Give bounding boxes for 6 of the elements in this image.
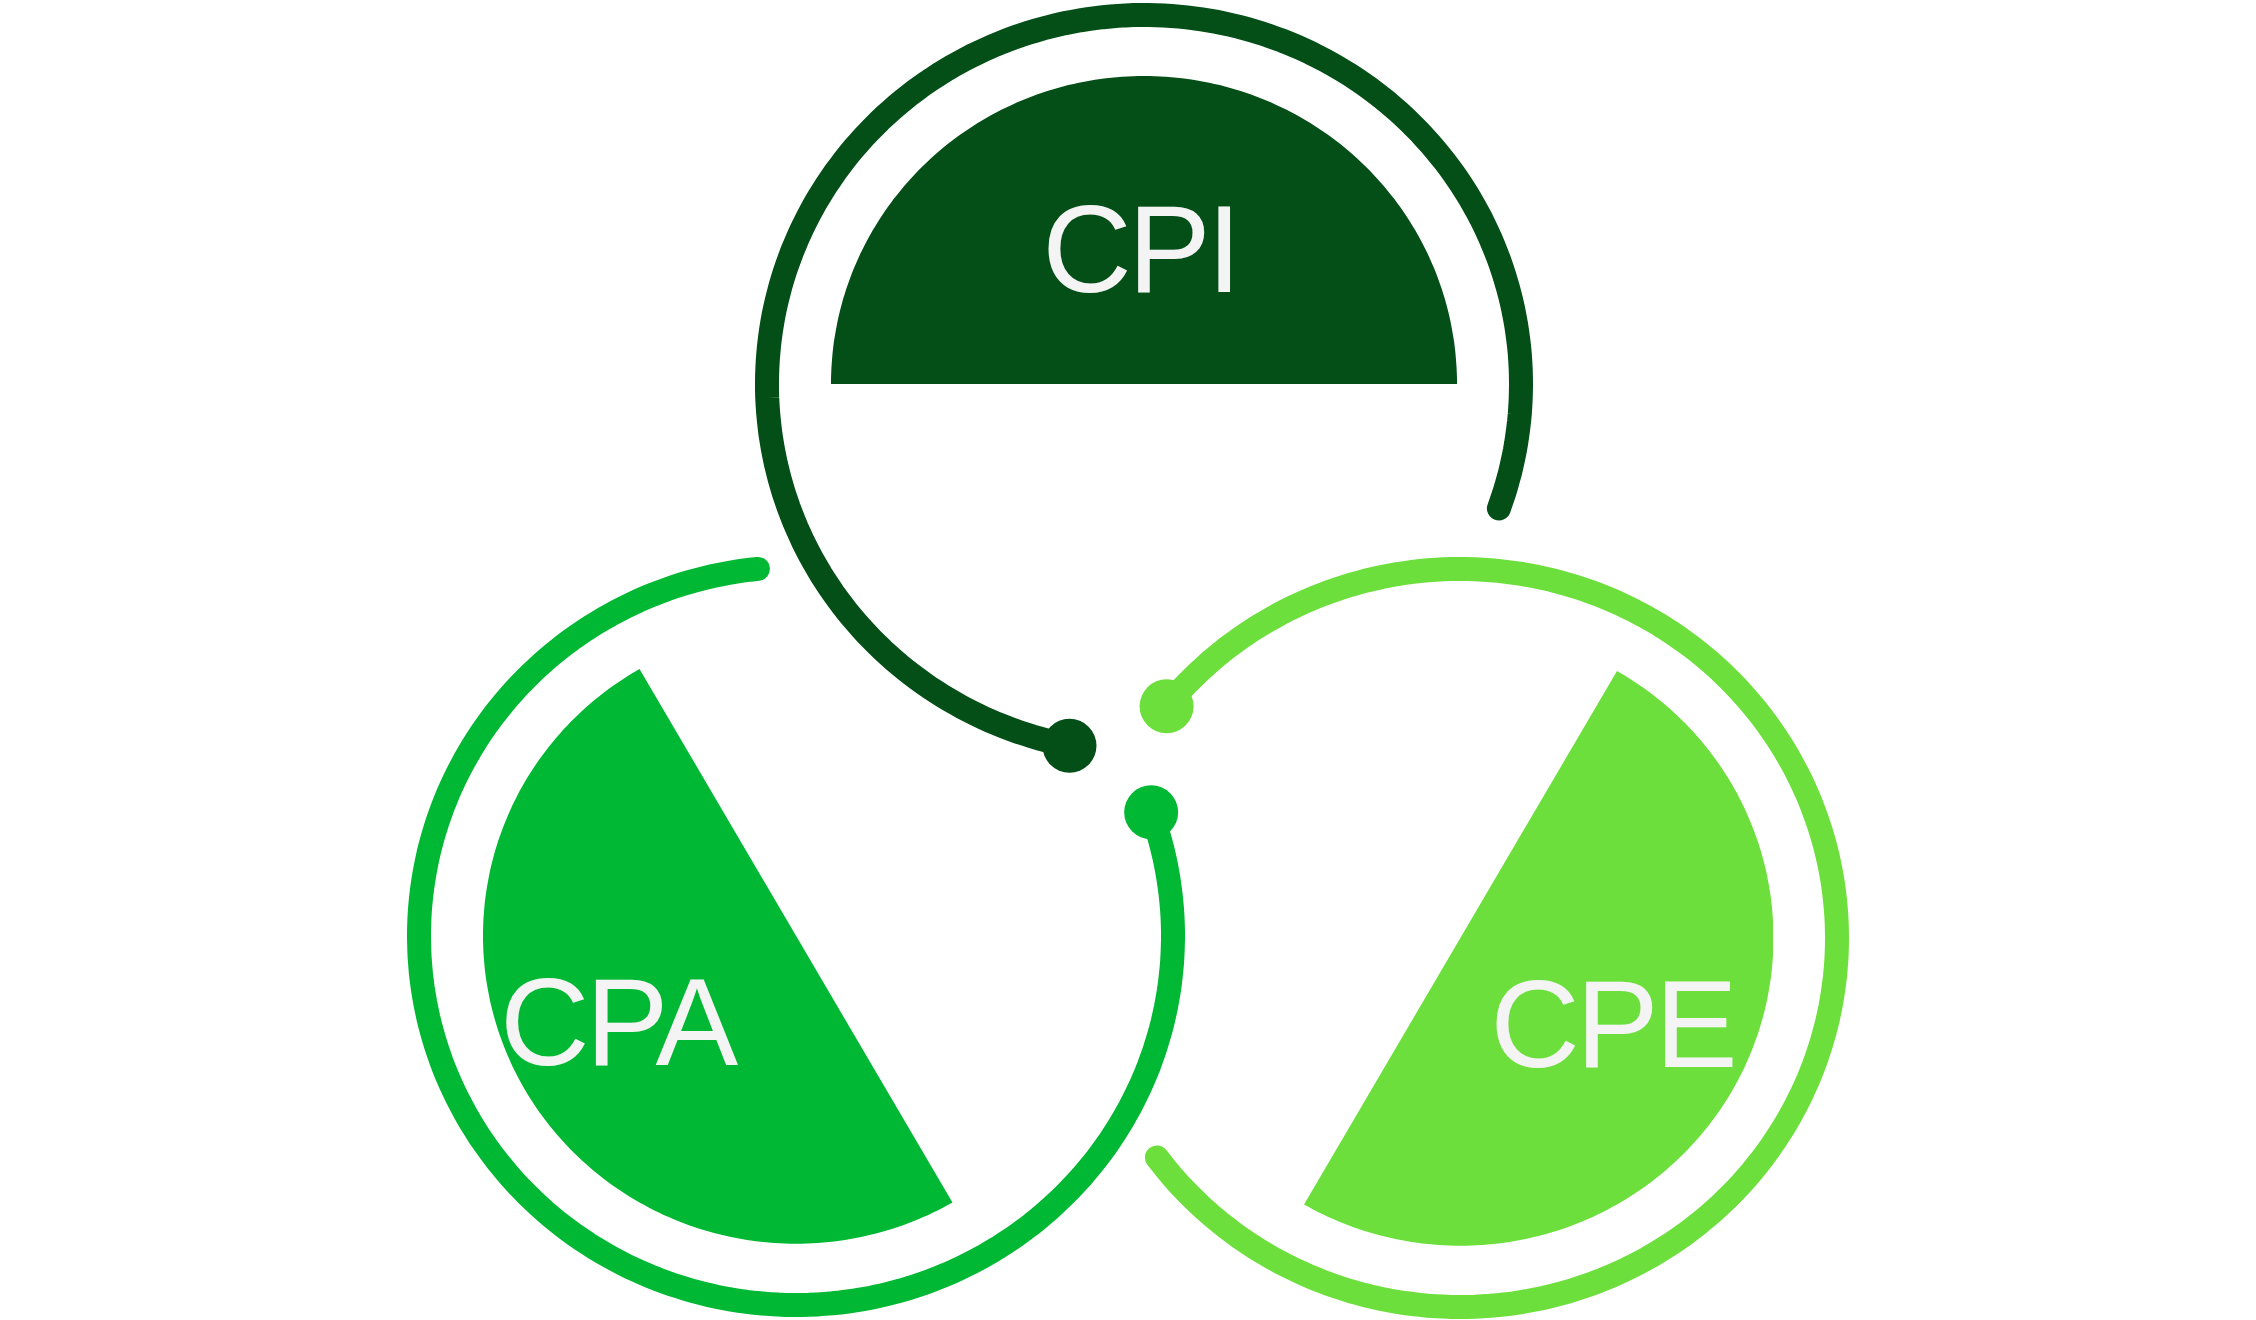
segment-label: CPI	[1042, 187, 1238, 311]
semicircle-segment	[1303, 671, 1773, 1246]
segment-label: CPE	[1490, 962, 1734, 1086]
semicircle-segment	[483, 669, 953, 1244]
segment-label: CPA	[500, 960, 735, 1084]
semicircle-segment	[831, 76, 1457, 384]
